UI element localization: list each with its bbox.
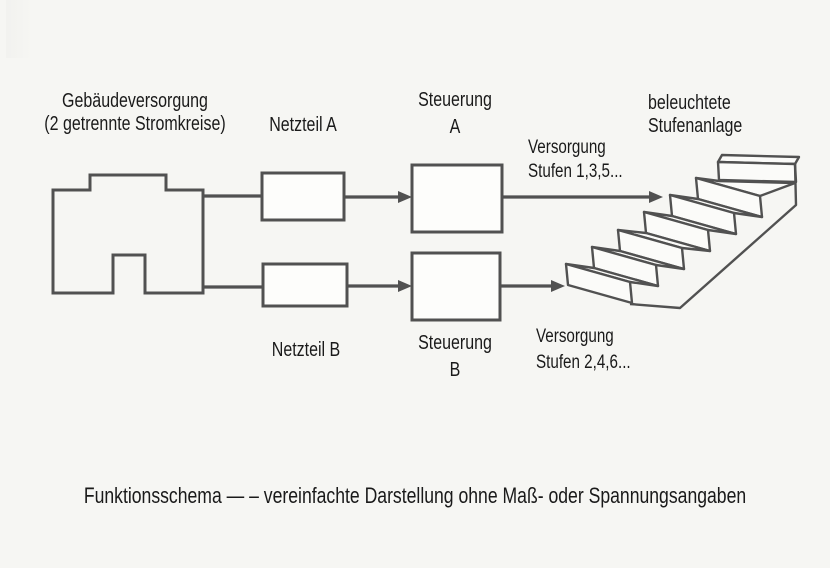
arrow-netzteil-b-to-steuerung-b — [347, 280, 412, 292]
stairs-label: beleuchtete Stufenanlage — [648, 92, 766, 138]
steuerung-a-label-line2: A — [449, 116, 461, 138]
stairs-label-line1: beleuchtete — [648, 92, 731, 114]
figure-caption: Funktionsschema — – vereinfachte Darstel… — [0, 483, 830, 509]
netzteil-a-label: Netzteil A — [153, 114, 453, 137]
netzteil-a-label-text: Netzteil A — [269, 114, 337, 136]
versorgung-a-label: Versorgung Stufen 1,3,5... — [528, 136, 646, 184]
versorgung-b-label-line1: Versorgung — [536, 326, 614, 347]
steuerung-b-box — [410, 251, 502, 322]
staircase-drawing-icon — [564, 153, 801, 310]
versorgung-a-label-line2: Stufen 1,3,5... — [528, 161, 623, 182]
building-outline-icon — [51, 173, 205, 295]
building-label: Gebäudeversorgung (2 getrennte Stromkrei… — [0, 90, 285, 136]
netzteil-a-box — [260, 171, 346, 222]
steuerung-b-label: Steuerung B — [305, 330, 605, 384]
figure-caption-text: Funktionsschema — – vereinfachte Darstel… — [83, 483, 747, 508]
arrow-netzteil-a-to-steuerung-a — [344, 191, 412, 203]
versorgung-b-label-line2: Stufen 2,4,6... — [536, 352, 631, 373]
netzteil-b-label-text: Netzteil B — [271, 339, 341, 361]
steuerung-a-box — [410, 163, 504, 234]
netzteil-b-label: Netzteil B — [156, 339, 456, 362]
steuerung-b-label-line1: Steuerung — [418, 332, 492, 354]
scan-artifact — [6, 0, 32, 58]
versorgung-b-label: Versorgung Stufen 2,4,6... — [536, 324, 654, 376]
building-label-line1: Gebäudeversorgung — [62, 90, 208, 112]
arrow-steuerung-a-to-stairs — [502, 191, 663, 203]
stairs-label-line2: Stufenanlage — [648, 115, 743, 137]
arrow-steuerung-b-to-stairs — [500, 280, 565, 292]
versorgung-a-label-line1: Versorgung — [528, 137, 606, 158]
steuerung-a-label: Steuerung A — [305, 87, 605, 141]
building-label-line2: (2 getrennte Stromkreise) — [44, 113, 226, 135]
steuerung-b-label-line2: B — [449, 359, 461, 381]
netzteil-b-box — [261, 262, 349, 308]
steuerung-a-label-line1: Steuerung — [418, 89, 492, 111]
